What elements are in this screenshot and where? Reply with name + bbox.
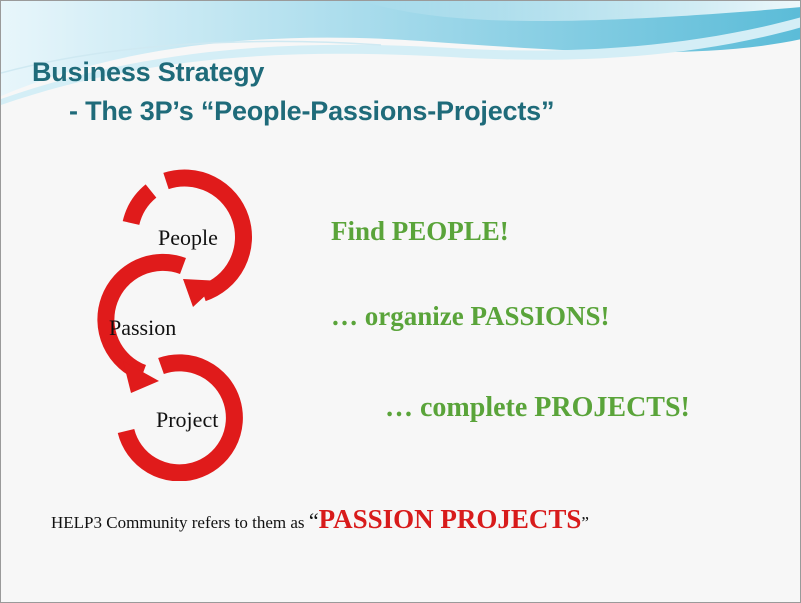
footer-text: HELP3 Community refers to them as “PASSI… bbox=[51, 504, 589, 535]
people-arrowhead bbox=[183, 279, 221, 307]
passion-cycle-arrow bbox=[97, 253, 186, 381]
tagline-find-people: Find PEOPLE! bbox=[331, 216, 509, 246]
cycle-label-people: People bbox=[158, 225, 218, 250]
footer-close-quote: ” bbox=[581, 513, 589, 532]
people-cycle-arrow bbox=[163, 169, 252, 302]
footer-lead: HELP3 Community refers to them as bbox=[51, 513, 309, 532]
cycle-label-passion: Passion bbox=[109, 315, 177, 340]
passion-arrowhead bbox=[123, 361, 159, 393]
project-cycle-arrow bbox=[117, 354, 243, 481]
people-passion-project-cycle-diagram bbox=[97, 169, 252, 481]
tagline-organize-passions: … organize PASSIONS! bbox=[331, 301, 610, 331]
slide-subtitle: - The 3P’s “People-Passions-Projects” bbox=[69, 96, 555, 126]
footer-open-quote: “ bbox=[308, 508, 319, 533]
tagline-complete-projects: … complete PROJECTS! bbox=[385, 392, 690, 423]
header-wave-decoration bbox=[1, 1, 800, 105]
slide-title: Business Strategy bbox=[32, 57, 265, 87]
footer-emphasis: PASSION PROJECTS bbox=[318, 504, 582, 534]
cycle-label-project: Project bbox=[156, 407, 219, 432]
